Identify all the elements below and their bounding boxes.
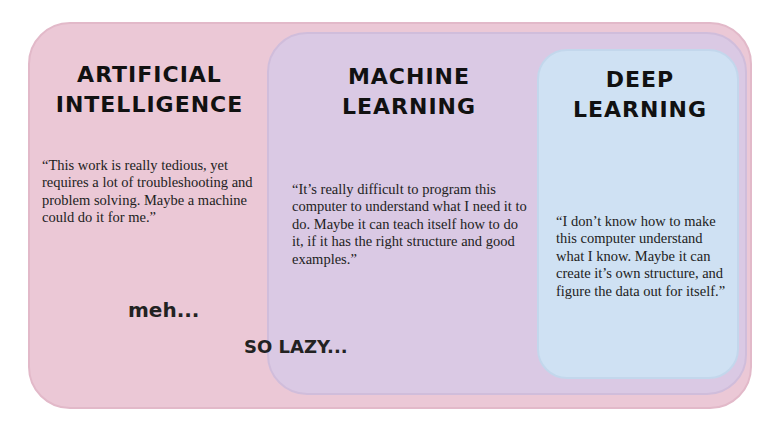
region-quote: “This work is really tedious, yet requir… <box>42 157 278 227</box>
ai-region: ARTIFICIAL INTELLIGENCE “This work is rea… <box>28 22 752 409</box>
region-quote: “I don’t know how to make this computer … <box>556 213 730 300</box>
region-heading: MACHINE LEARNING <box>319 62 499 122</box>
region-quote: “It’s really difficult to program this c… <box>292 181 532 268</box>
lazy-label: SO LAZY... <box>244 336 348 357</box>
region-heading: DEEP LEARNING <box>560 65 720 125</box>
dl-region: DEEP LEARNING “I don’t know how to make t… <box>537 49 739 379</box>
sigh-label: meh... <box>128 298 199 322</box>
region-heading: ARTIFICIAL INTELLIGENCE <box>42 60 257 120</box>
